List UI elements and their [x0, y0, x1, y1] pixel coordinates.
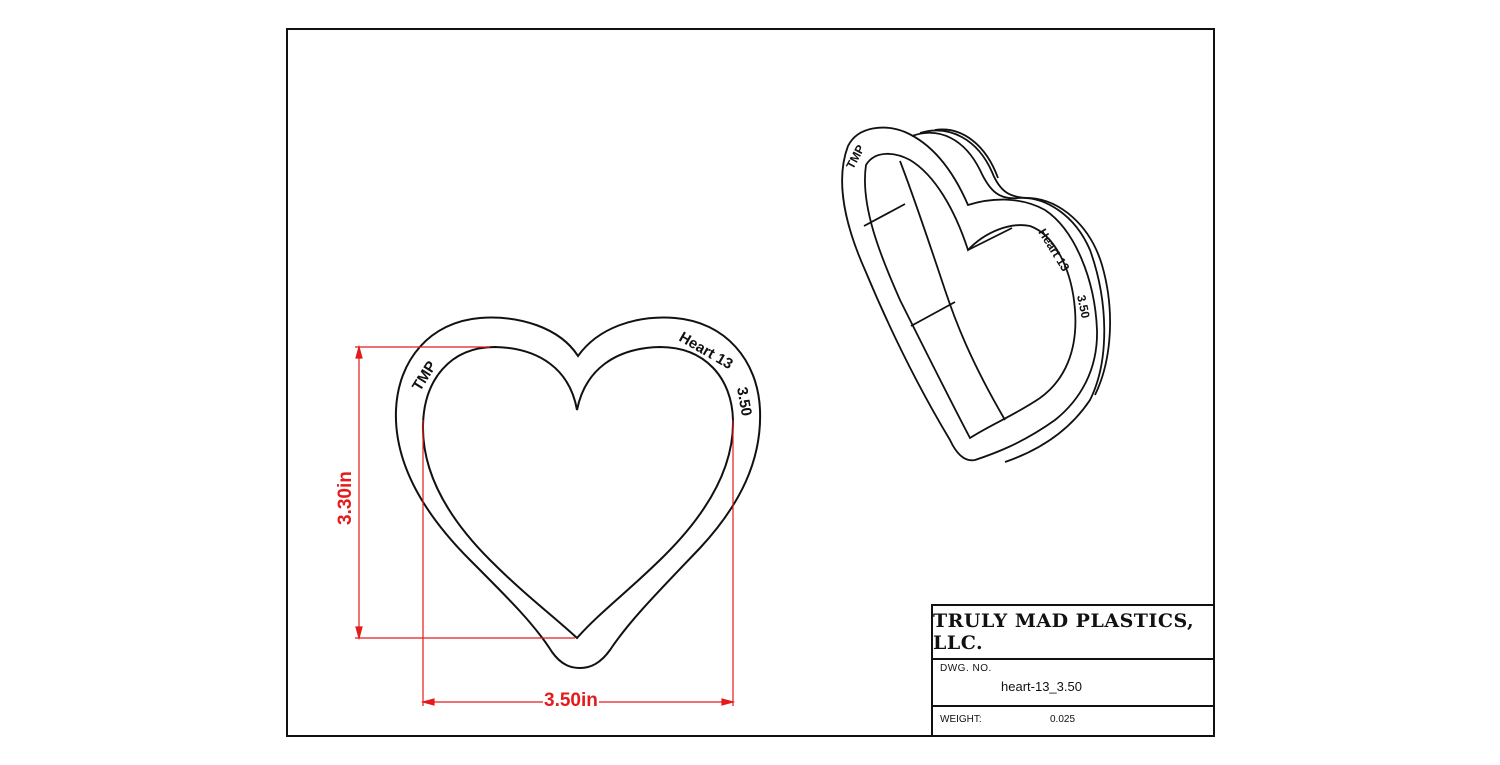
engraving-size: 3.50 — [733, 386, 755, 418]
title-block: TRULY MAD PLASTICS, LLC. DWG. NO. heart-… — [931, 604, 1213, 735]
iso-outer-rim — [841, 126, 1098, 462]
drawing-number-label: DWG. NO. — [940, 663, 992, 674]
heart-outer-contour — [394, 316, 762, 670]
heart-inner-contour — [421, 345, 735, 640]
dimension-lines — [355, 344, 736, 706]
heart-top-view — [394, 316, 762, 670]
heart-isometric-view — [841, 126, 1111, 463]
weight-value: 0.025 — [1050, 714, 1076, 725]
company-name: TRULY MAD PLASTICS, LLC. — [933, 606, 1213, 660]
drawing-number-row: DWG. NO. heart-13_3.50 — [933, 660, 1213, 707]
width-dimension-label: 3.50in — [543, 690, 599, 712]
height-dimension-label: 3.30in — [335, 470, 357, 526]
drawing-number-value: heart-13_3.50 — [1001, 679, 1082, 694]
drawing-border — [286, 28, 1215, 737]
iso-engraving-size: 3.50 — [1074, 294, 1093, 320]
weight-label: WEIGHT: — [940, 714, 982, 725]
iso-inner-rim — [864, 152, 1077, 440]
weight-row: WEIGHT: 0.025 — [933, 707, 1213, 737]
